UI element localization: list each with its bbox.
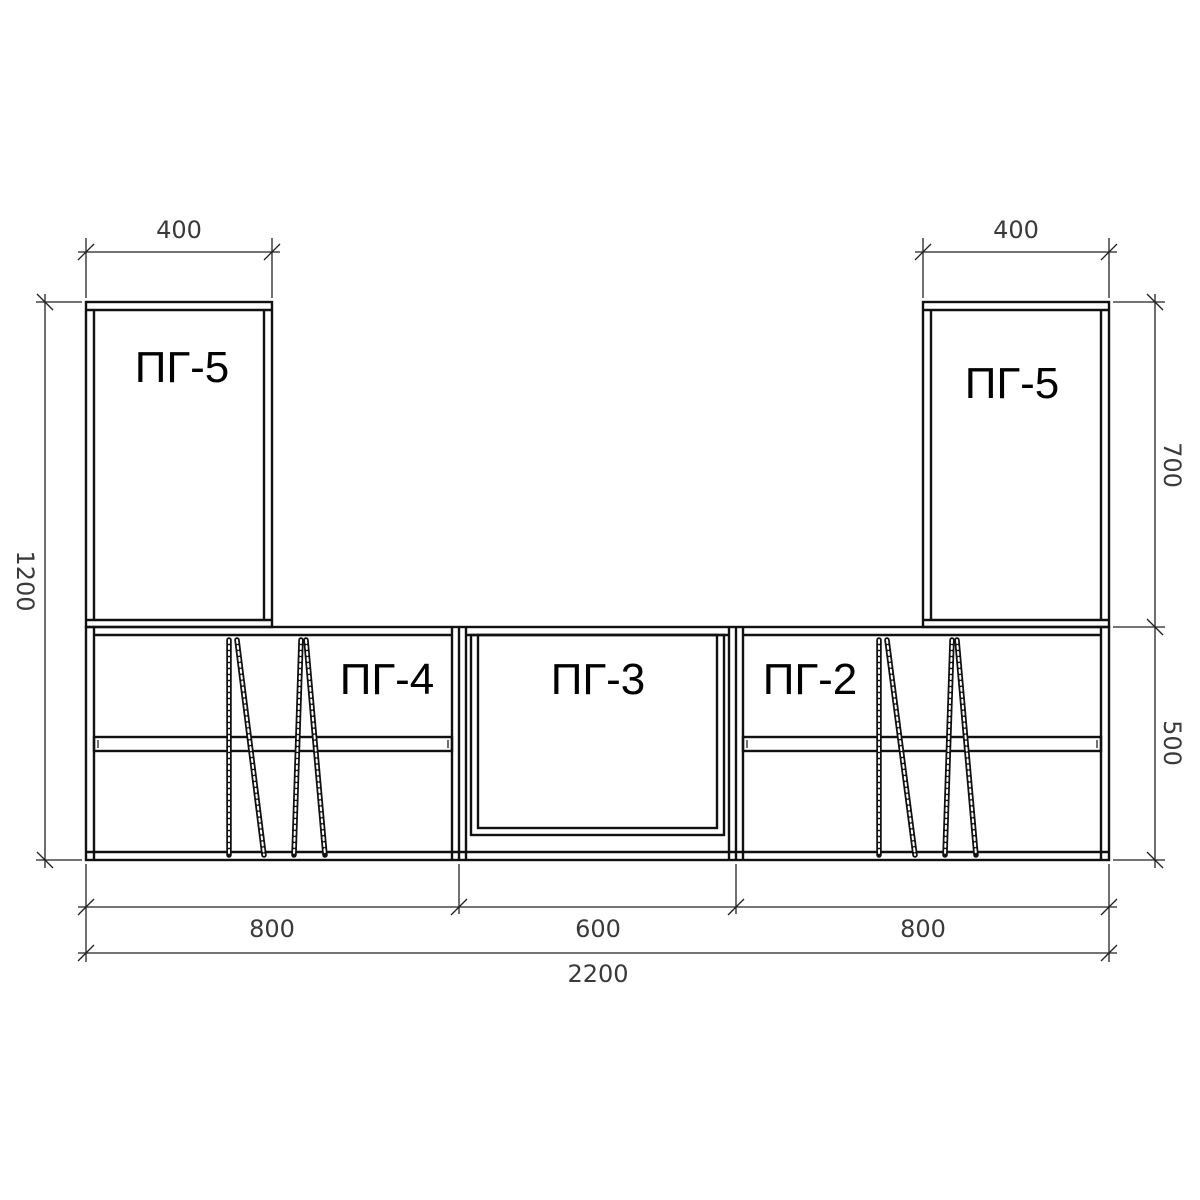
label-bottom-left: ПГ-4 bbox=[340, 655, 435, 704]
dim-right-width: 800 bbox=[900, 915, 946, 943]
lower-frame bbox=[84, 625, 1111, 862]
dim-left-width: 800 bbox=[249, 915, 295, 943]
label-bottom-center: ПГ-3 bbox=[551, 655, 646, 704]
dim-upper-height: 700 bbox=[1158, 442, 1186, 488]
dim-total-height: 1200 bbox=[11, 550, 39, 611]
section-center bbox=[466, 633, 729, 837]
dim-top-left-width: 400 bbox=[156, 216, 202, 244]
section-left bbox=[92, 633, 454, 858]
label-top-right: ПГ-5 bbox=[965, 359, 1060, 408]
label-top-left: ПГ-5 bbox=[135, 343, 230, 392]
cabinet-top-right bbox=[921, 300, 1111, 629]
dim-center-width: 600 bbox=[575, 915, 621, 943]
label-bottom-right: ПГ-2 bbox=[763, 655, 858, 704]
dim-total-width: 2200 bbox=[567, 960, 628, 988]
section-right bbox=[741, 633, 1103, 858]
dim-lower-height: 500 bbox=[1158, 720, 1186, 766]
dimension-lines bbox=[36, 238, 1165, 962]
dim-top-right-width: 400 bbox=[993, 216, 1039, 244]
